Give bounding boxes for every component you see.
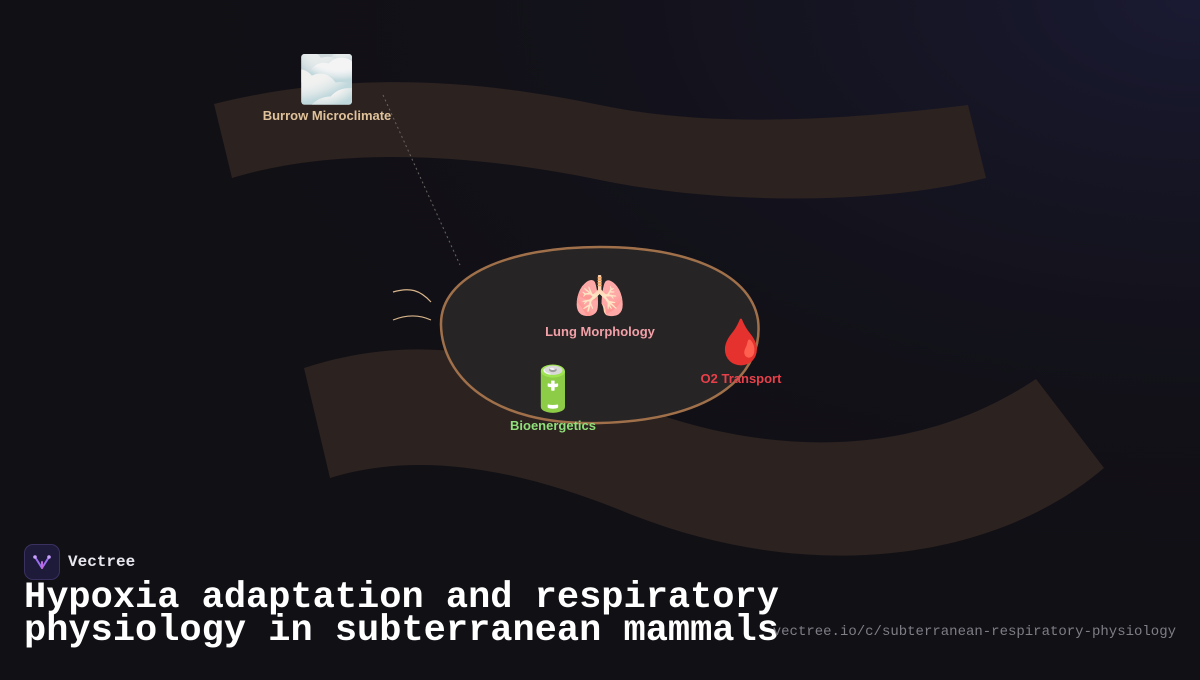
node-label: Lung Morphology bbox=[545, 324, 655, 339]
node-lung-morphology[interactable]: 🫁 Lung Morphology bbox=[545, 272, 655, 340]
battery-icon: 🔋 bbox=[525, 364, 581, 415]
brand[interactable]: Vectree bbox=[24, 544, 135, 580]
node-bioenergetics[interactable]: 🔋 Bioenergetics bbox=[510, 364, 596, 434]
connector-line bbox=[382, 94, 461, 266]
page-title: Hypoxia adaptation and respiratory physi… bbox=[24, 577, 779, 652]
brand-name: Vectree bbox=[68, 553, 136, 571]
fog-cloud-icon: 🌫️ bbox=[298, 52, 356, 106]
node-label: Burrow Microclimate bbox=[262, 108, 392, 123]
breath-stroke bbox=[392, 315, 432, 321]
top-band bbox=[214, 82, 986, 199]
node-burrow-microclimate[interactable]: 🌫️ Burrow Microclimate bbox=[263, 56, 392, 123]
hub-blob bbox=[439, 245, 760, 425]
node-o2-transport[interactable]: 🩸 O2 Transport bbox=[700, 317, 782, 387]
node-label: Bioenergetics bbox=[510, 418, 596, 433]
vectree-logo-icon bbox=[24, 544, 60, 580]
page-url[interactable]: vectree.io/c/subterranean-respiratory-ph… bbox=[772, 624, 1176, 640]
breath-stroke bbox=[392, 289, 432, 303]
node-label: O2 Transport bbox=[700, 371, 782, 386]
blood-drop-icon: 🩸 bbox=[713, 317, 769, 368]
lungs-icon: 🫁 bbox=[573, 272, 627, 321]
